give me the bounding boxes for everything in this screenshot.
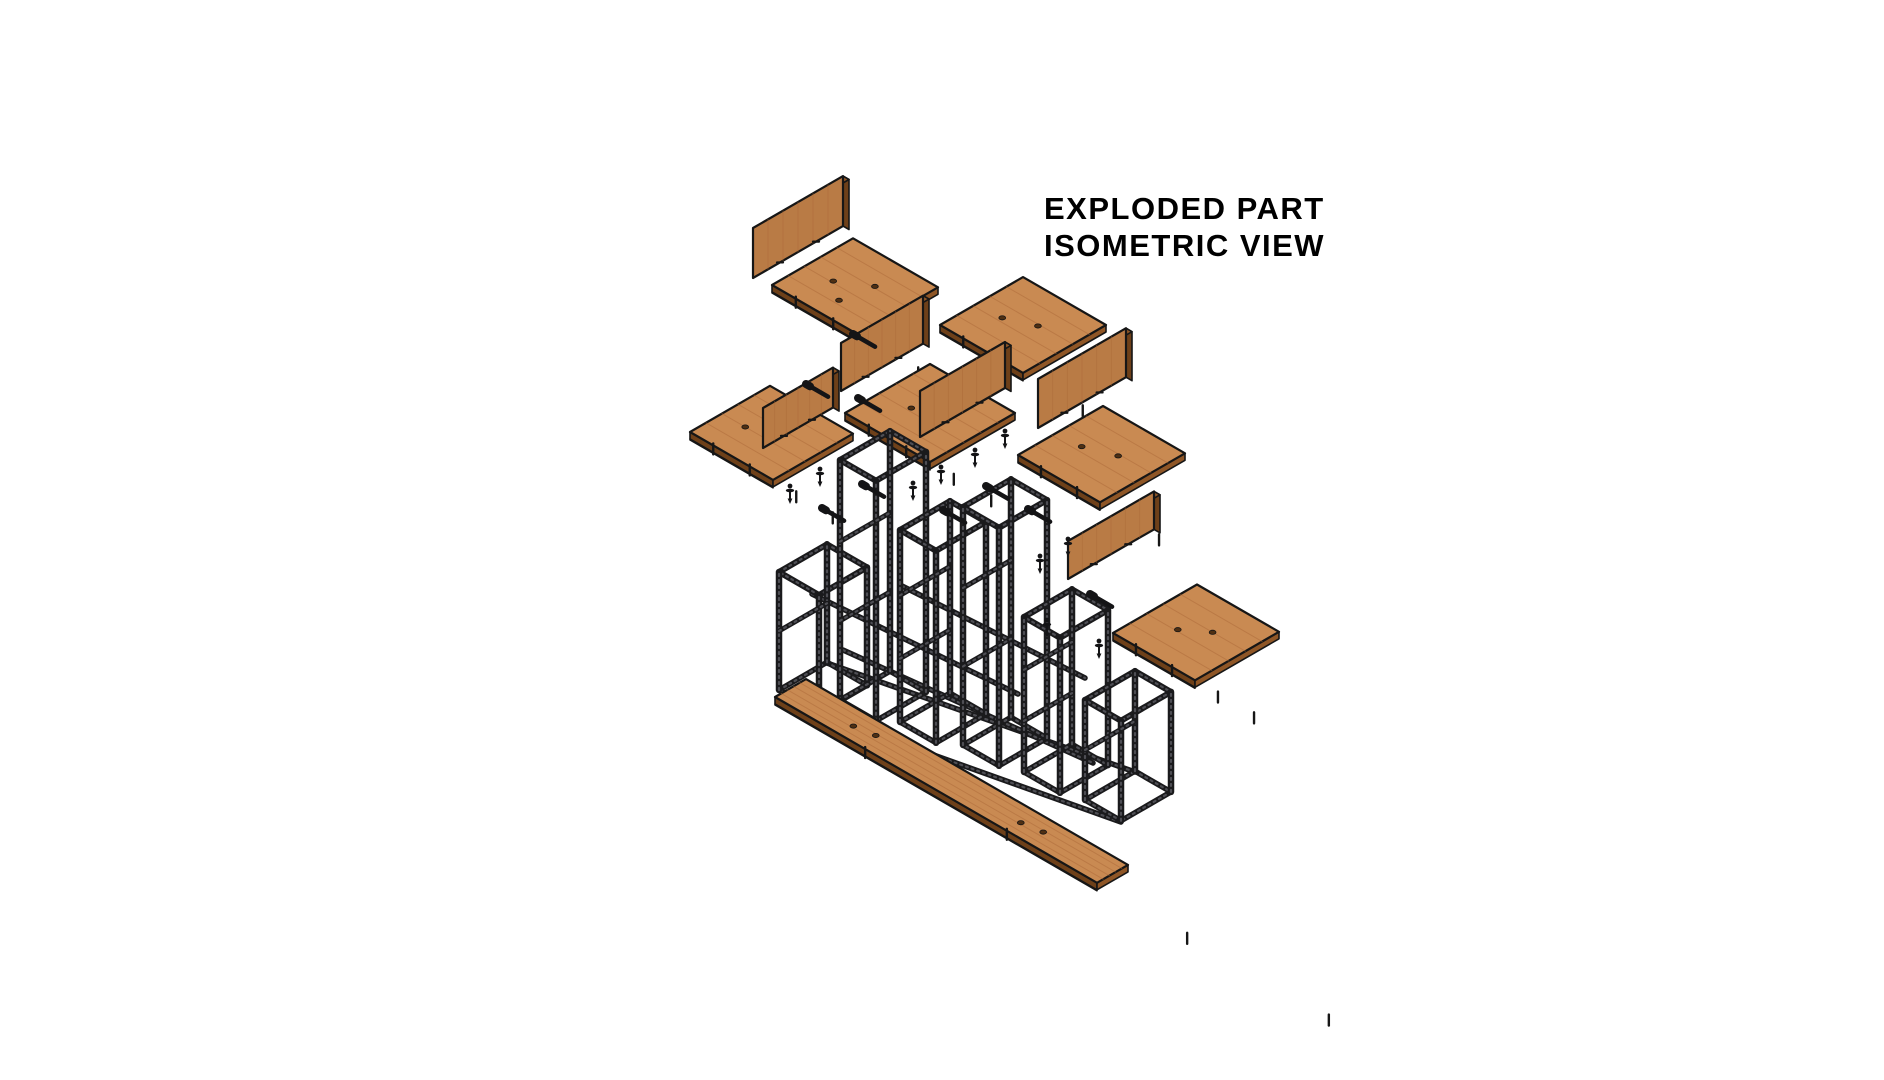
bolt-fastener — [858, 480, 887, 499]
frame-bay — [1081, 667, 1175, 825]
drawing-title: EXPLODED PART ISOMETRIC VIEW — [1044, 190, 1325, 264]
screw-fastener — [1035, 553, 1045, 574]
bolt-fastener — [982, 482, 1011, 501]
back-panel — [1036, 327, 1133, 430]
bolt-fastener — [939, 506, 968, 525]
drawing-title-line2: ISOMETRIC VIEW — [1044, 228, 1326, 263]
screw-fastener — [815, 466, 825, 487]
frame-bay — [896, 497, 990, 747]
shelf-panel — [1111, 583, 1281, 725]
bolt-fastener — [802, 380, 831, 399]
screw-fastener — [1042, 617, 1052, 638]
screw-fastener — [1000, 428, 1010, 449]
screw-fastener — [908, 480, 918, 501]
back-panel — [839, 294, 930, 393]
back-panel — [751, 175, 850, 280]
bolt-fastener — [1086, 590, 1115, 609]
screw-fastener — [1063, 536, 1073, 557]
bolt-fastener — [849, 330, 878, 349]
screw-fastener — [1094, 638, 1104, 659]
back-panel — [1066, 490, 1161, 581]
bolt-fastener — [1024, 505, 1053, 524]
bolt-fastener — [818, 504, 847, 523]
base-plank — [773, 677, 1331, 1027]
back-panel — [918, 340, 1012, 439]
screw-fastener — [785, 483, 795, 504]
drawing-title-line1: EXPLODED PART — [1044, 191, 1325, 226]
bolt-fastener — [854, 394, 883, 413]
screw-fastener — [970, 447, 980, 468]
screw-fastener — [936, 464, 946, 485]
